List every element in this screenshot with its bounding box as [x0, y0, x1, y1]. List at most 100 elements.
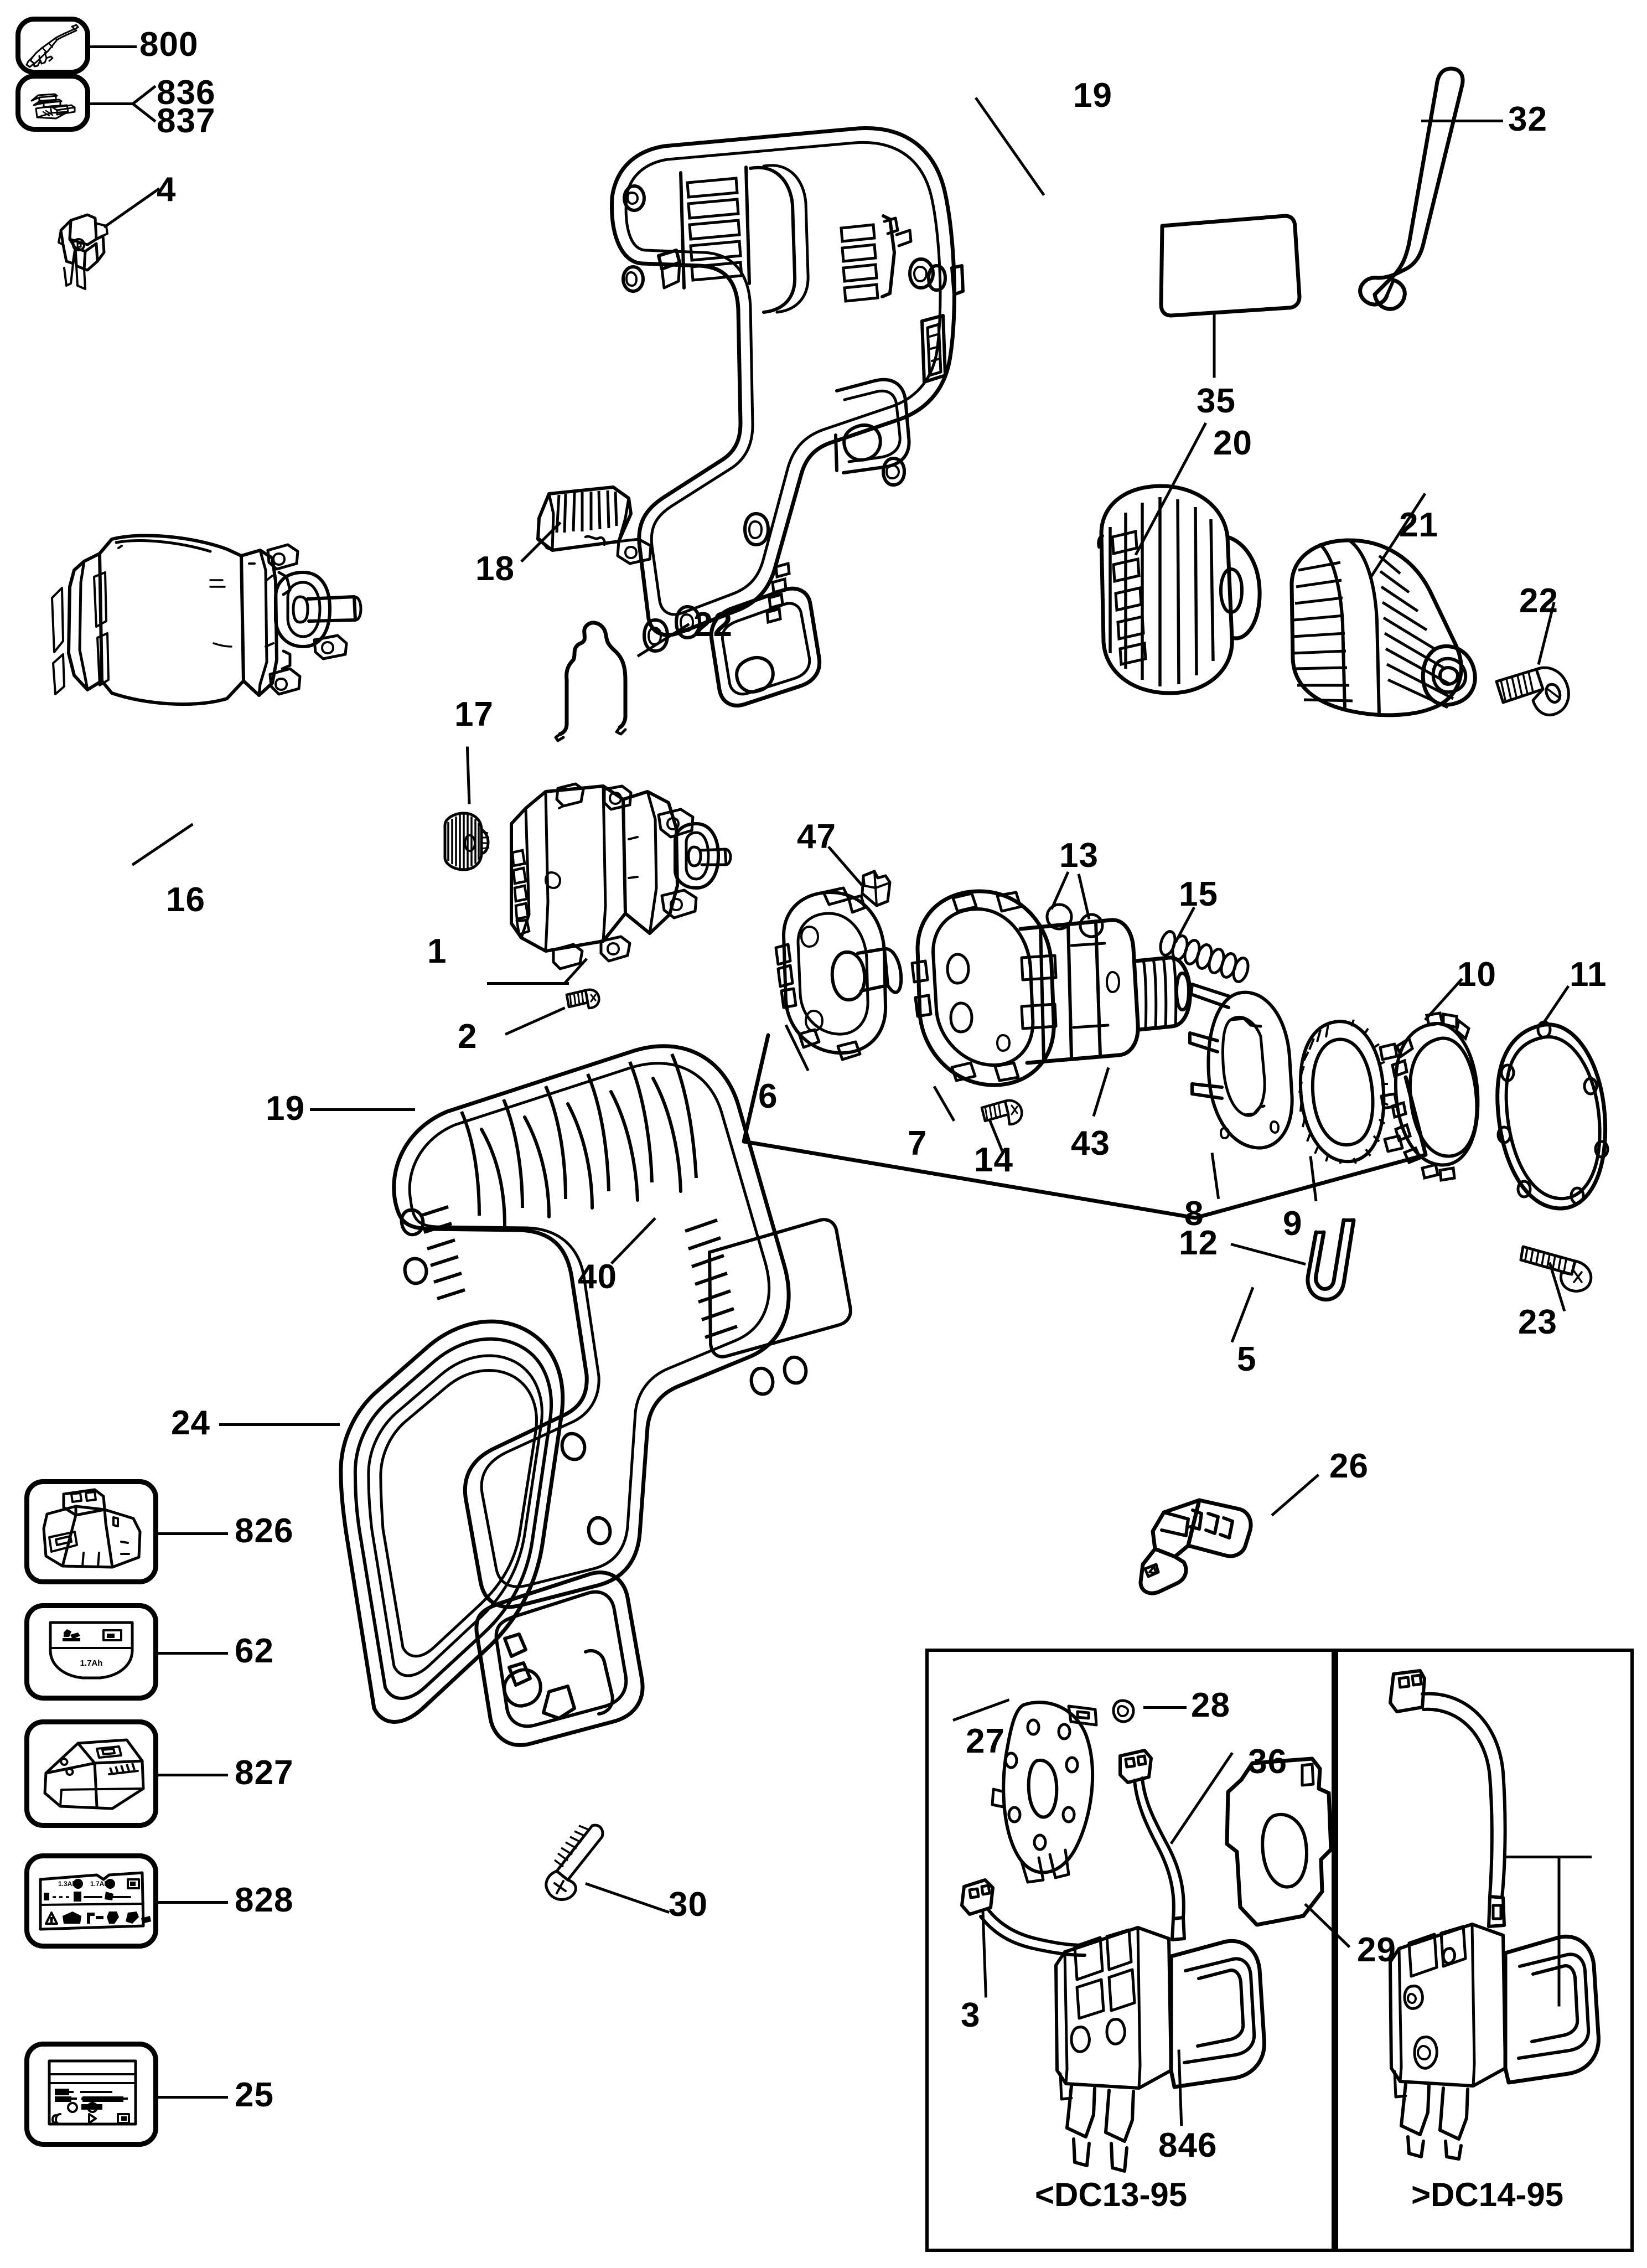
callout-15: 15: [1179, 875, 1218, 913]
leader-826: [158, 1652, 228, 1655]
callout-3: 846: [1158, 2126, 1218, 2164]
leader-866: [158, 1532, 228, 1535]
callout-26: 27: [966, 1722, 1005, 1760]
part-29-field-lead[interactable]: [952, 1810, 1096, 2032]
callout-18: 18: [475, 550, 515, 588]
leader-828: [158, 2096, 228, 2099]
callout-12: 12: [1179, 1224, 1218, 1262]
part-19-housing-top[interactable]: [598, 126, 1040, 814]
part-32-spanner[interactable]: [1350, 61, 1478, 354]
part-19-housing-bottom[interactable]: [327, 1044, 924, 1832]
part-25-handle-screw[interactable]: [542, 1821, 648, 1910]
callout-20: 20: [1213, 424, 1252, 462]
part-846-trigger-switch-dc14[interactable]: [1367, 1661, 1627, 2161]
callout-22: 22: [1519, 582, 1558, 620]
callout-43: 43: [1071, 1124, 1110, 1163]
accessory-box-800[interactable]: [15, 17, 90, 75]
part-11-gasket-ring[interactable]: [1489, 1013, 1633, 1223]
rating-plate-icon: [48, 2059, 137, 2126]
callout-837: 837: [157, 102, 216, 140]
callout-828: 25: [235, 2076, 274, 2114]
part-36-insulating-shield[interactable]: [1215, 1752, 1364, 1946]
part-20-clutch-collar[interactable]: [1068, 476, 1301, 709]
inset-caption-dc13: <DC13-95: [1035, 2176, 1188, 2213]
part-17-spring-clip[interactable]: [548, 598, 670, 747]
accessory-box-827[interactable]: 1.3Ah 1.7Ah: [24, 1853, 158, 1949]
part-27-nut[interactable]: [1107, 1694, 1146, 1733]
grease-gun-icon: [25, 24, 79, 68]
accessory-box-62[interactable]: [24, 1719, 158, 1828]
leader-16: [465, 746, 471, 804]
part-13-steel-balls[interactable]: [1040, 886, 1118, 947]
callout-1: 16: [166, 881, 205, 919]
part-12-u-clip[interactable]: [1295, 1212, 1384, 1323]
leader-827: [158, 1901, 228, 1904]
part-1-motor[interactable]: [44, 515, 387, 781]
leader-2: [487, 982, 569, 985]
part-30-terminal-connector[interactable]: [1137, 1478, 1281, 1600]
leader-837-branch: [132, 102, 157, 123]
callout-866: 826: [235, 1512, 294, 1550]
leader-846: [1503, 1856, 1592, 1858]
callout-19-top: 19: [1073, 76, 1112, 115]
part-8-clutch-pin-plate[interactable]: [1188, 974, 1334, 1163]
part-22-chuck-screw[interactable]: [1489, 662, 1594, 733]
warning-label-icon: 1.3Ah 1.7Ah: [39, 1871, 151, 1931]
battery-label-icon: 1.7Ah: [49, 1621, 134, 1680]
part-21-keyless-chuck[interactable]: [1267, 531, 1500, 753]
part-23-housing-screw[interactable]: [1517, 1234, 1628, 1301]
callout-2: 1: [427, 932, 447, 970]
leader-1: [131, 823, 194, 866]
callout-24: 24: [171, 1404, 210, 1442]
part-16-pinion-gear[interactable]: [437, 805, 504, 877]
callout-4: 4: [157, 171, 177, 209]
callout-16: 17: [454, 695, 494, 733]
callout-14-b: 14: [974, 1141, 1013, 1179]
part-10-clutch-ring[interactable]: [1378, 1008, 1516, 1190]
battery-pack-icon: [42, 1488, 142, 1569]
callout-8: 8: [1184, 1195, 1204, 1233]
callout-29: 3: [961, 1996, 981, 2034]
part-14-screw-b[interactable]: [977, 1093, 1038, 1138]
part-14-screw-a[interactable]: [561, 983, 611, 1021]
accessory-box-828[interactable]: [24, 2042, 158, 2147]
callout-5: 5: [1237, 1340, 1257, 1378]
callout-9: 9: [1283, 1205, 1303, 1243]
part-26-end-bell-plate[interactable]: [988, 1688, 1154, 1888]
accessory-box-866[interactable]: [24, 1479, 158, 1584]
part-47-contact-clip[interactable]: [852, 858, 913, 919]
leader-35: [1213, 312, 1216, 378]
leader-32: [1421, 120, 1503, 122]
leader-800: [90, 45, 137, 48]
callout-30: 26: [1329, 1447, 1369, 1485]
part-35-nameplate[interactable]: [1157, 210, 1306, 321]
part-9-bearing-ring[interactable]: [1289, 1013, 1411, 1179]
callout-11: 11: [1570, 955, 1607, 994]
motor-brush-holder-icon: [30, 93, 76, 120]
part-6-gear-carrier[interactable]: [753, 880, 930, 1068]
part-4-brush-assembly[interactable]: [44, 210, 127, 310]
part-3-trigger-switch-dc13[interactable]: [1040, 1893, 1306, 2203]
accessory-box-836-837[interactable]: [15, 74, 90, 132]
part-5-assembly-bracket: [686, 996, 1439, 1340]
part-2-gearbox-housing[interactable]: [493, 775, 769, 1008]
leader-836-branch: [132, 85, 157, 105]
battery-charger-icon: [43, 1738, 145, 1810]
part-24-handle-cover[interactable]: [321, 1284, 664, 1771]
callout-836: 836: [157, 74, 216, 112]
callout-27: 28: [1191, 1686, 1230, 1724]
leader-24: [219, 1423, 340, 1426]
part-7-gearcase[interactable]: [885, 880, 1262, 1102]
leader-846-vert: [1557, 1857, 1561, 2007]
accessory-box-826[interactable]: 1.7Ah: [24, 1603, 158, 1701]
callout-827: 828: [235, 1881, 294, 1919]
part-28-brush-lead[interactable]: [1112, 1744, 1245, 1976]
callout-800: 800: [139, 25, 199, 64]
callout-6: 6: [758, 1077, 778, 1115]
callout-14-a: 2: [458, 1017, 478, 1056]
battery-capacity-text: 1.7Ah: [80, 1659, 103, 1668]
part-15-clutch-spring[interactable]: [1157, 924, 1273, 996]
callout-47: 47: [797, 818, 836, 856]
callout-10: 10: [1457, 955, 1496, 994]
